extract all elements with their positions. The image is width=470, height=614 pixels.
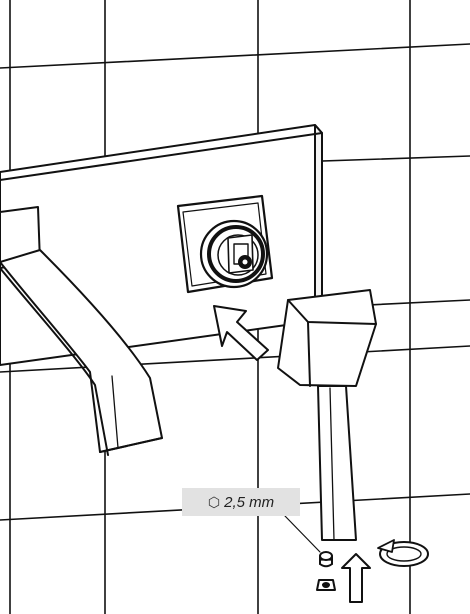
mixer-handle <box>277 289 377 541</box>
rotate-clockwise-icon <box>377 539 429 567</box>
insertion-arrow <box>213 305 269 361</box>
wall-plate <box>0 124 323 366</box>
nut-icon <box>316 579 336 591</box>
spout <box>0 206 163 456</box>
grub-screw-icon <box>319 551 333 568</box>
cartridge-housing <box>176 194 274 294</box>
upward-arrow <box>341 553 371 603</box>
hex-key-icon: ⬡ <box>207 494 221 511</box>
hex-key-size: 2,5 mm <box>224 493 275 511</box>
label-leader-line <box>284 515 321 553</box>
hex-key-size-label: ⬡2,5 mm <box>182 488 300 516</box>
